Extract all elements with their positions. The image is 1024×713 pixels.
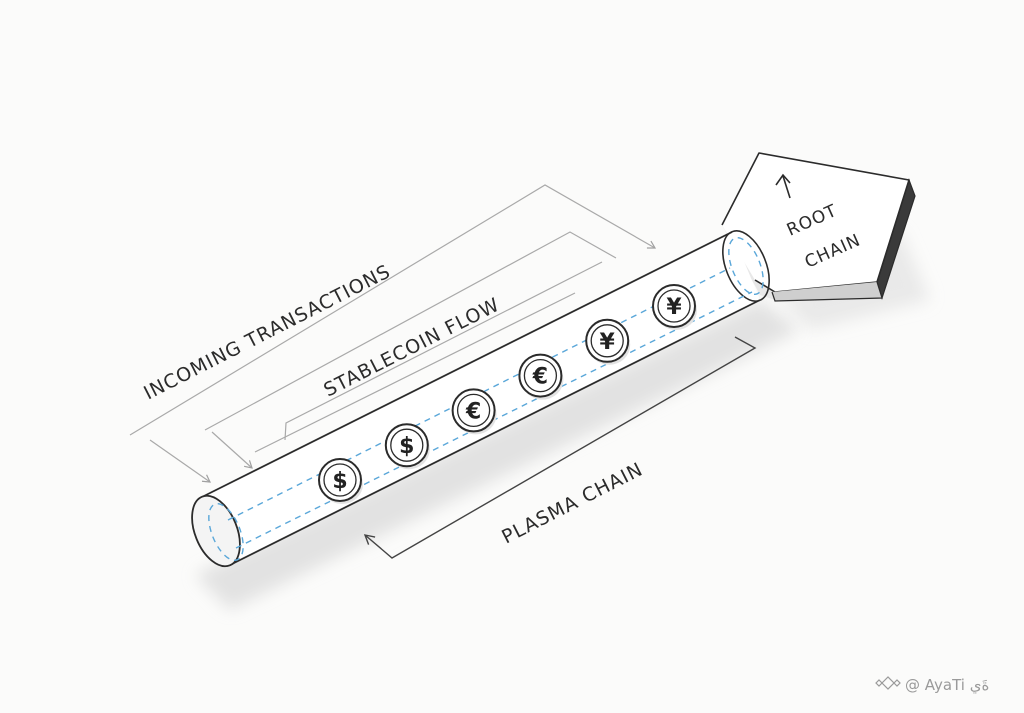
root-chain-block: ROOT CHAIN	[721, 152, 916, 302]
watermark-text: @ AyaTi ةَي	[905, 676, 989, 695]
coin-symbol: ¥	[600, 330, 616, 355]
up-arrow-icon	[775, 173, 791, 199]
coin-4: €	[518, 353, 564, 400]
coin-1: $	[318, 458, 363, 504]
coin-symbol: $	[399, 434, 414, 459]
incoming-transactions-arrow	[129, 184, 657, 483]
stablecoin-flow-arrow	[204, 231, 617, 469]
coin-6: ¥	[652, 284, 697, 330]
diamond-logo-icon	[875, 676, 901, 690]
coin-symbol: €	[465, 399, 481, 424]
watermark: @ AyaTi ةَي	[875, 676, 989, 695]
coin-symbol: €	[532, 365, 548, 390]
coin-symbol: ¥	[666, 295, 682, 320]
plasma-chain-label: PLASMA CHAIN	[498, 458, 646, 548]
plasma-chain-arrow	[363, 336, 757, 559]
coin-symbol: $	[332, 469, 347, 494]
coin-2: $	[384, 423, 430, 470]
coin-5: ¥	[585, 318, 631, 365]
coin-group: $ $ € € ¥ ¥	[318, 284, 697, 504]
coin-3: €	[451, 388, 497, 435]
